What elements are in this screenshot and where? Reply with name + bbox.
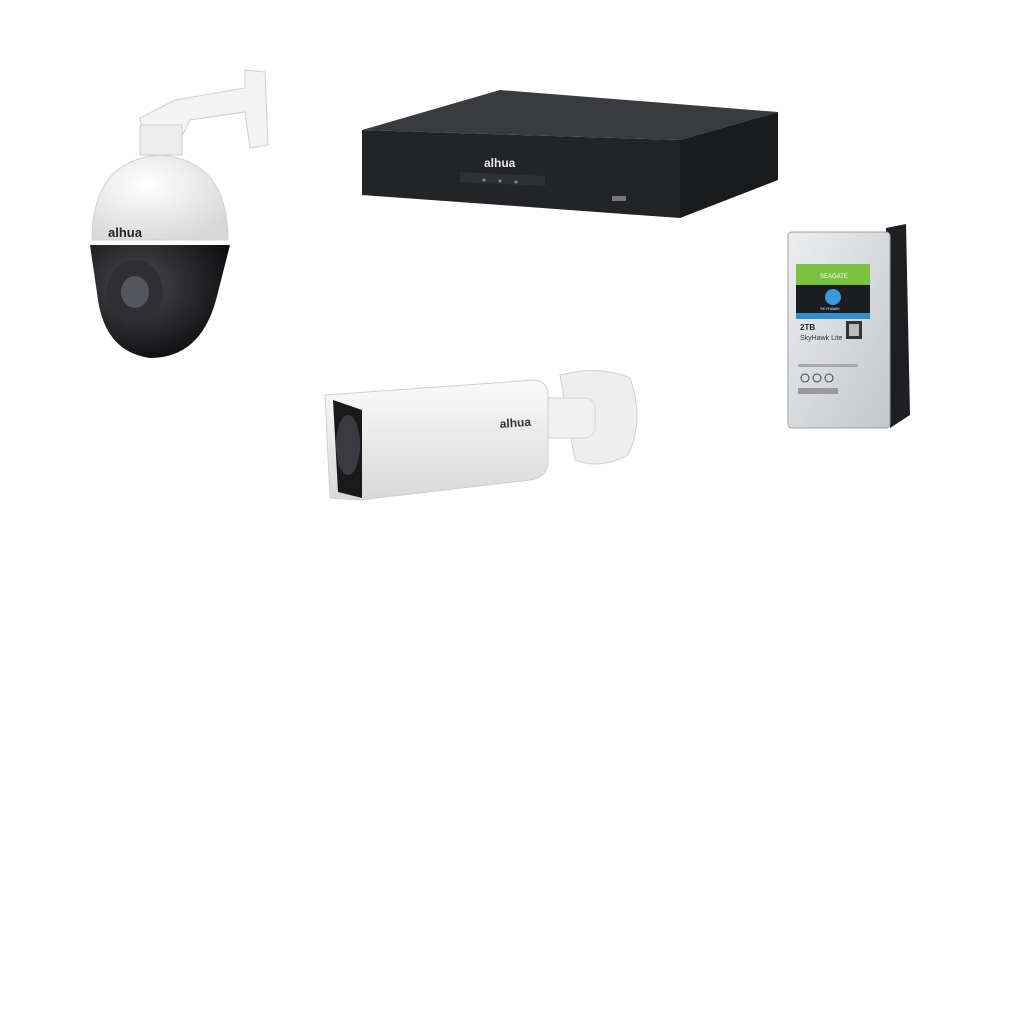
bullet-camera: alhua: [324, 370, 638, 501]
hdd-brand: SEAGATE: [820, 274, 848, 280]
nvr-brand-logo: alhua: [484, 156, 516, 170]
hdd-capacity: 2TB: [800, 323, 815, 332]
hdd-series: SKYHAWK: [820, 306, 840, 311]
hdd-model: SkyHawk Lite: [800, 335, 843, 342]
hard-drive: SEAGATE SKYHAWK 2TB SkyHawk Lite: [787, 224, 910, 429]
ptz-camera: alhua: [90, 69, 269, 358]
ptz-brand-logo: alhua: [108, 225, 143, 240]
nvr-recorder: alhua: [362, 90, 778, 218]
bullet-brand-logo: alhua: [499, 415, 532, 431]
